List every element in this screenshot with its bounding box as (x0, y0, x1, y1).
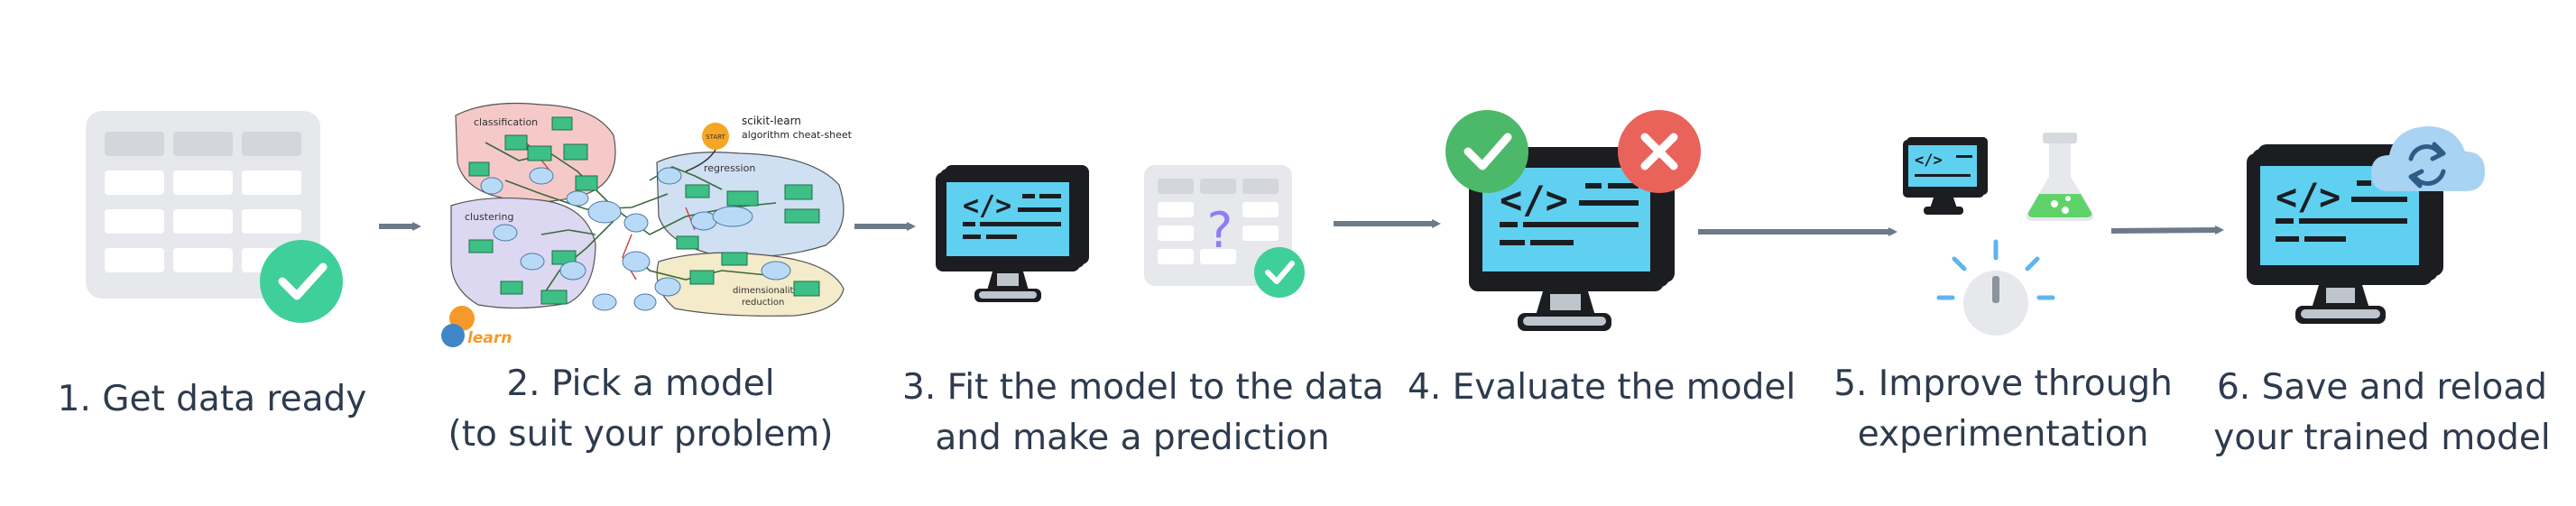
flask-icon (2026, 133, 2094, 221)
region-label: classification (474, 116, 538, 128)
code-symbol: </> (2276, 177, 2341, 218)
step-6-label: 6. Save and reload your trained model (2202, 363, 2562, 464)
prediction-table-icon: ? (1144, 165, 1292, 286)
region-label: clustering (465, 211, 513, 223)
step-4-line-1: 4. Evaluate the model (1408, 367, 1796, 408)
cloud-sync-icon (2371, 126, 2485, 191)
region-label: reduction (742, 298, 784, 308)
step-3-line-1: 3. Fit the model to the data (902, 367, 1384, 408)
cheat-sheet-subtitle: algorithm cheat-sheet (742, 129, 853, 141)
computer-monitor-icon: </> (1469, 147, 1675, 331)
step-6-line-2: your trained model (2213, 418, 2551, 458)
step-3-label: 3. Fit the model to the data and make a … (902, 363, 1384, 464)
arrow-5-to-6 (2110, 225, 2224, 235)
cheat-sheet-title: scikit-learn (742, 115, 801, 127)
step-1-label: 1. Get data ready (54, 374, 370, 425)
step-4-label: 4. Evaluate the model (1408, 363, 1796, 413)
check-icon (260, 240, 343, 323)
step-3-line-2: and make a prediction (935, 418, 1330, 458)
code-symbol: </> (963, 190, 1011, 222)
step-2-label: 2. Pick a model (to suit your problem) (442, 359, 839, 460)
cheat-sheet-image: classification regression clustering dim… (441, 102, 853, 347)
cross-badge-icon (1618, 110, 1701, 193)
start-node (702, 123, 729, 150)
small-monitor-icon: </> (1903, 137, 1988, 215)
step-2-line-2: (to suit your problem) (448, 414, 834, 455)
check-icon (1254, 247, 1305, 298)
data-table-icon (86, 111, 320, 299)
start-label: START (706, 133, 725, 141)
step-5-line-2: experimentation (1857, 414, 2149, 455)
step-5-label: 5. Improve through experimentation (1823, 359, 2184, 460)
sklearn-logo-text: learn (467, 329, 512, 347)
question-mark-icon: ? (1207, 202, 1233, 259)
step-1-line-1: 1. Get data ready (57, 379, 367, 419)
step-2-line-1: 2. Pick a model (506, 363, 775, 404)
computer-monitor-icon: </> (936, 165, 1089, 302)
clustering-region (450, 197, 596, 309)
region-label: regression (704, 162, 755, 174)
check-badge-icon (1445, 110, 1528, 193)
region-label: dimensionality (733, 286, 799, 296)
code-symbol: </> (1915, 152, 1943, 170)
step-6-line-1: 6. Save and reload (2216, 367, 2548, 408)
step-5-line-1: 5. Improve through (1833, 363, 2173, 404)
tuning-dial-icon (1936, 239, 2055, 336)
